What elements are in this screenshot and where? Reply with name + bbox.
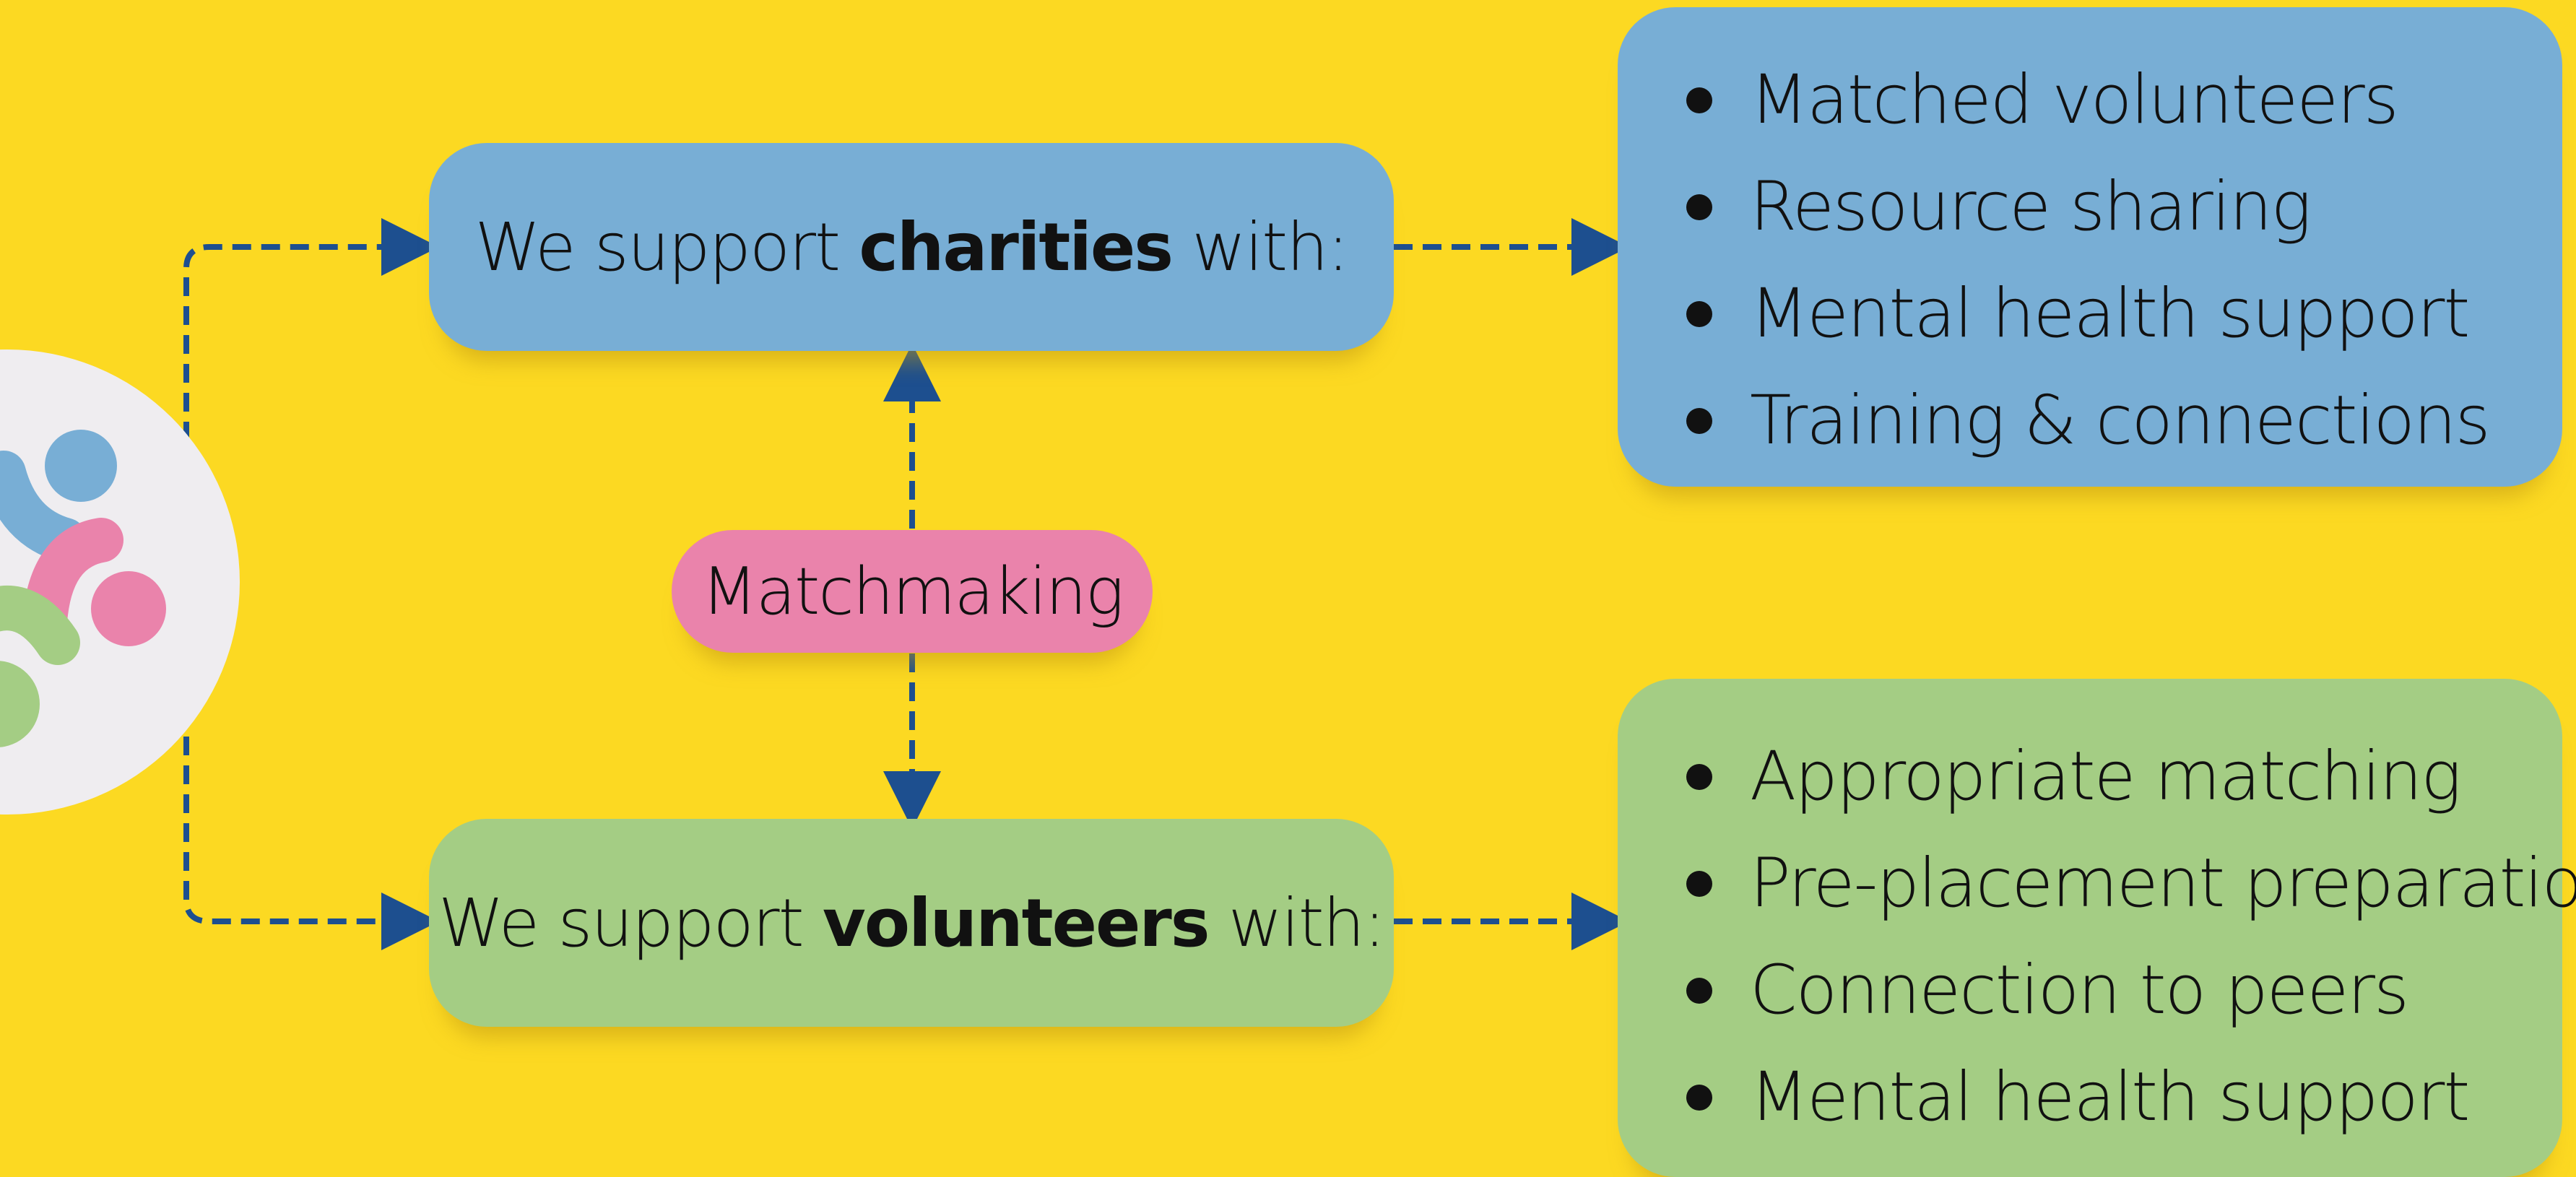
volunteers-prefix: We support <box>438 884 805 962</box>
matchmaking-pill: Matchmaking <box>672 530 1153 653</box>
people-connection-logo-icon <box>0 349 240 815</box>
charities-prefix: We support <box>474 208 841 286</box>
volunteers-emphasis: volunteers <box>822 884 1210 962</box>
volunteer-benefit-item: Connection to peers <box>1686 937 2562 1044</box>
volunteers-support-box: We support volunteers with: <box>429 819 1394 1027</box>
charity-benefits-box: Matched volunteers Resource sharing Ment… <box>1618 7 2562 487</box>
charities-emphasis: charities <box>859 208 1174 286</box>
logo-to-charities-arrow <box>183 218 439 440</box>
charity-benefit-item: Resource sharing <box>1686 154 2562 261</box>
charity-benefit-item: Mental health support <box>1686 261 2562 368</box>
charity-benefit-item: Training & connections <box>1686 368 2562 474</box>
matchmaking-label: Matchmaking <box>701 553 1124 630</box>
charities-support-box: We support charities with: <box>429 143 1394 351</box>
volunteer-benefits-box: Appropriate matching Pre-placement prepa… <box>1618 679 2576 1177</box>
volunteer-benefit-item: Mental health support <box>1686 1044 2562 1151</box>
logo-to-volunteers-arrow <box>183 737 439 950</box>
volunteers-suffix: with: <box>1228 884 1386 962</box>
charity-benefit-item: Matched volunteers <box>1686 47 2562 154</box>
charity-benefits-list: Matched volunteers Resource sharing Ment… <box>1686 47 2562 474</box>
volunteer-benefits-list: Appropriate matching Pre-placement prepa… <box>1686 724 2576 1151</box>
volunteer-benefit-item: Appropriate matching <box>1686 724 2562 830</box>
volunteer-benefit-item: Pre-placement preparation <box>1686 830 2576 937</box>
charities-suffix: with: <box>1192 208 1349 286</box>
